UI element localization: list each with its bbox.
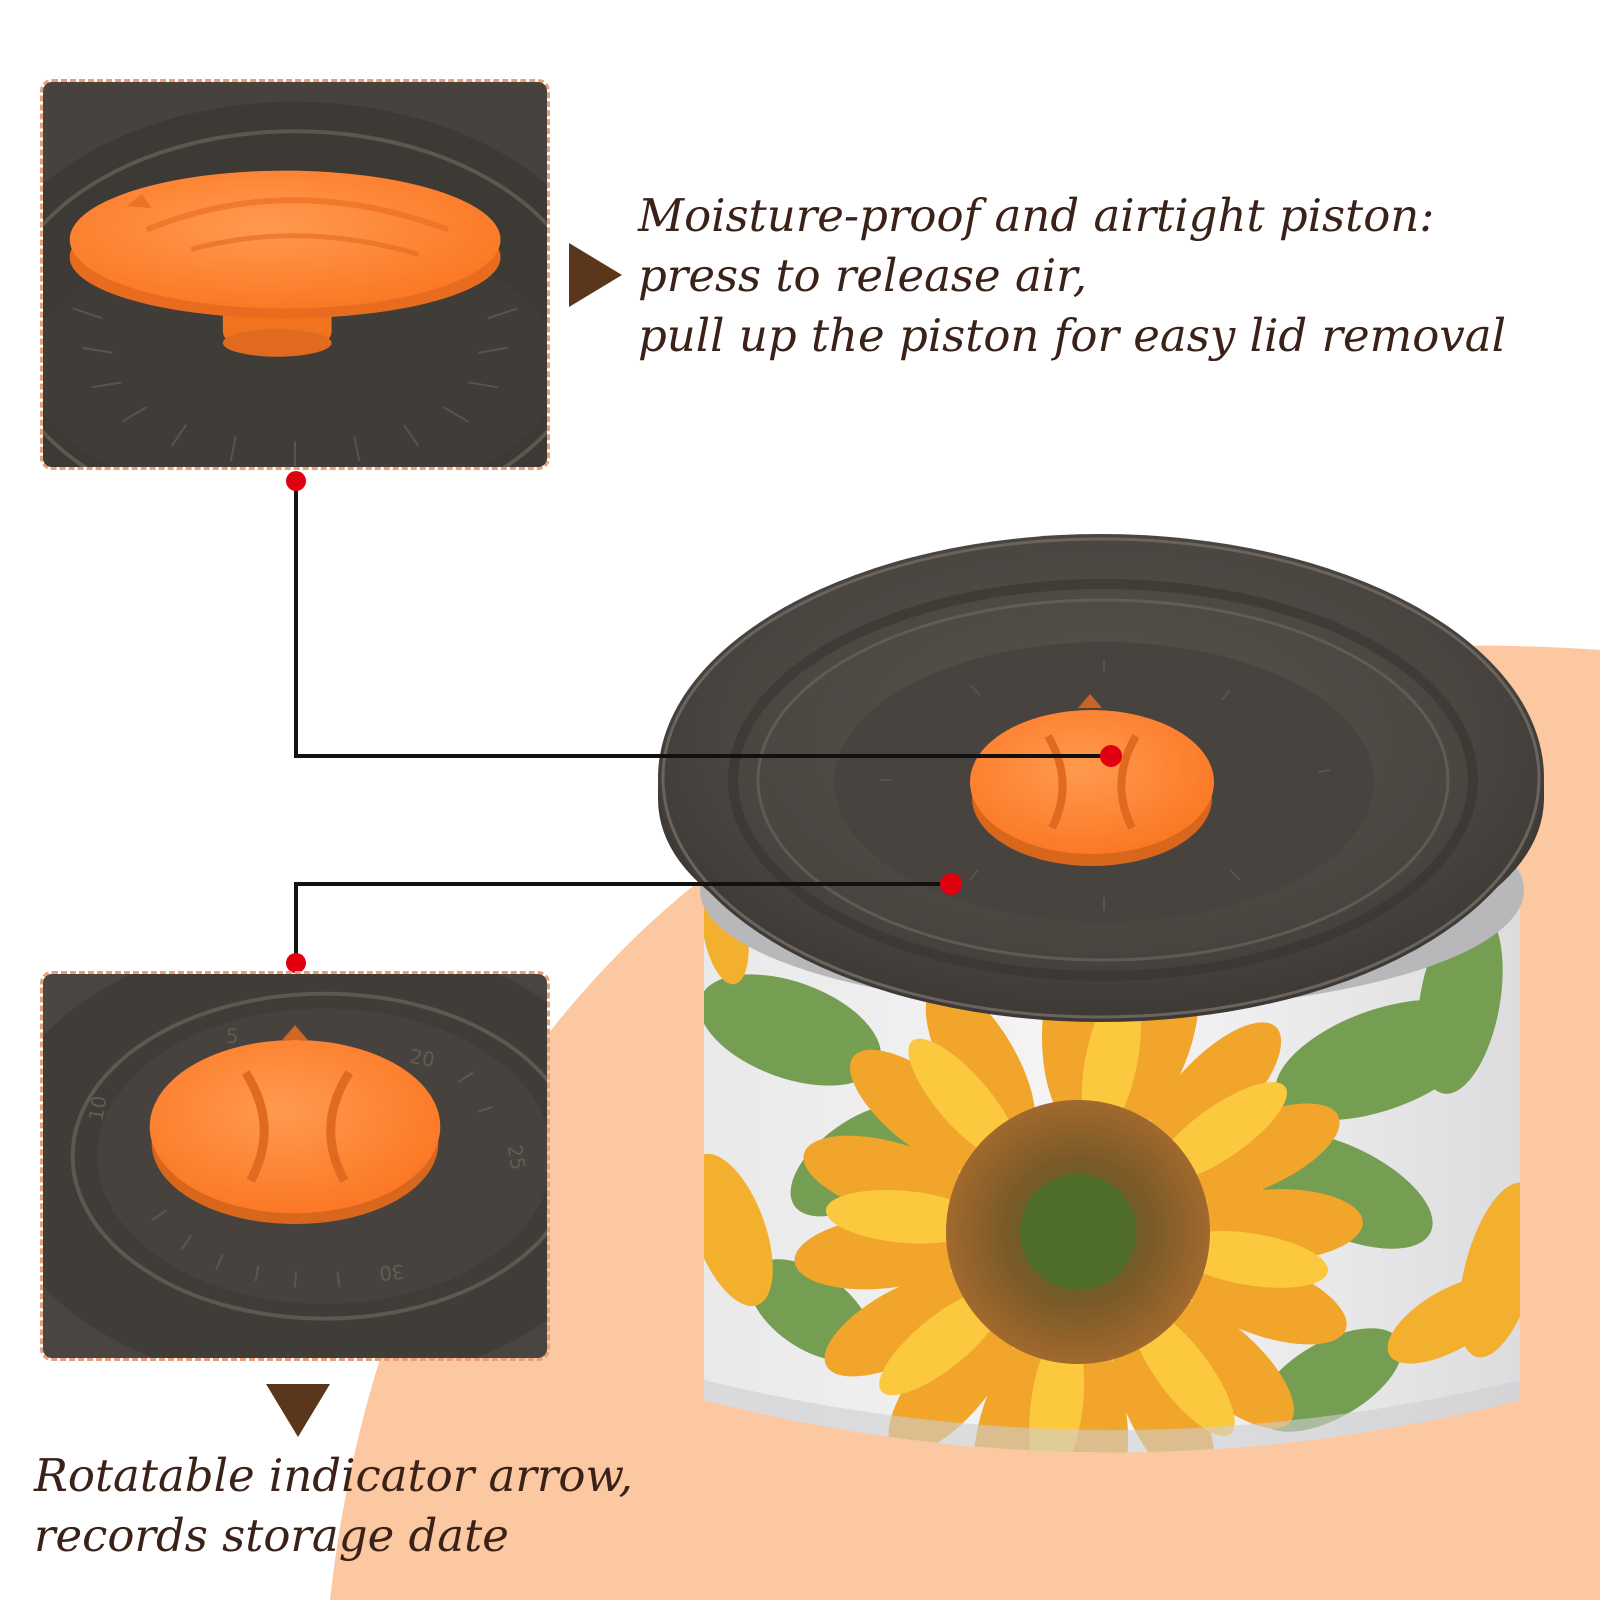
piston-knob-main (970, 694, 1214, 866)
dial-number: 30 (378, 1259, 405, 1284)
caption-indicator: Rotatable indicator arrow, records stora… (34, 1446, 633, 1566)
inset-piston-closeup (40, 79, 550, 470)
piston-closeup-image (43, 82, 547, 467)
pointer-triangle-right (569, 243, 622, 307)
caption-piston-line: pull up the piston for easy lid removal (638, 309, 1507, 362)
dial-number: 20 (408, 1045, 437, 1072)
caption-piston: Moisture-proof and airtight piston: pres… (638, 186, 1506, 366)
caption-piston-line: press to release air, (638, 249, 1088, 302)
callout-dot (286, 471, 306, 491)
pointer-triangle-down (266, 1384, 330, 1437)
indicator-closeup-image: 5 10 20 25 30 (43, 974, 547, 1358)
callout-dot (286, 953, 306, 973)
caption-piston-line: Moisture-proof and airtight piston: (638, 189, 1435, 242)
caption-indicator-line: records storage date (34, 1509, 509, 1562)
dial-number: 10 (85, 1094, 112, 1123)
callout-dot (1100, 745, 1122, 767)
callout-dot (940, 873, 962, 895)
callout-line-arrow (294, 882, 951, 963)
inset-indicator-closeup: 5 10 20 25 30 (40, 971, 550, 1361)
dial-number: 5 (226, 1025, 239, 1048)
callout-line-piston (294, 481, 1111, 758)
caption-indicator-line: Rotatable indicator arrow, (34, 1449, 633, 1502)
dial-number: 25 (503, 1143, 530, 1172)
